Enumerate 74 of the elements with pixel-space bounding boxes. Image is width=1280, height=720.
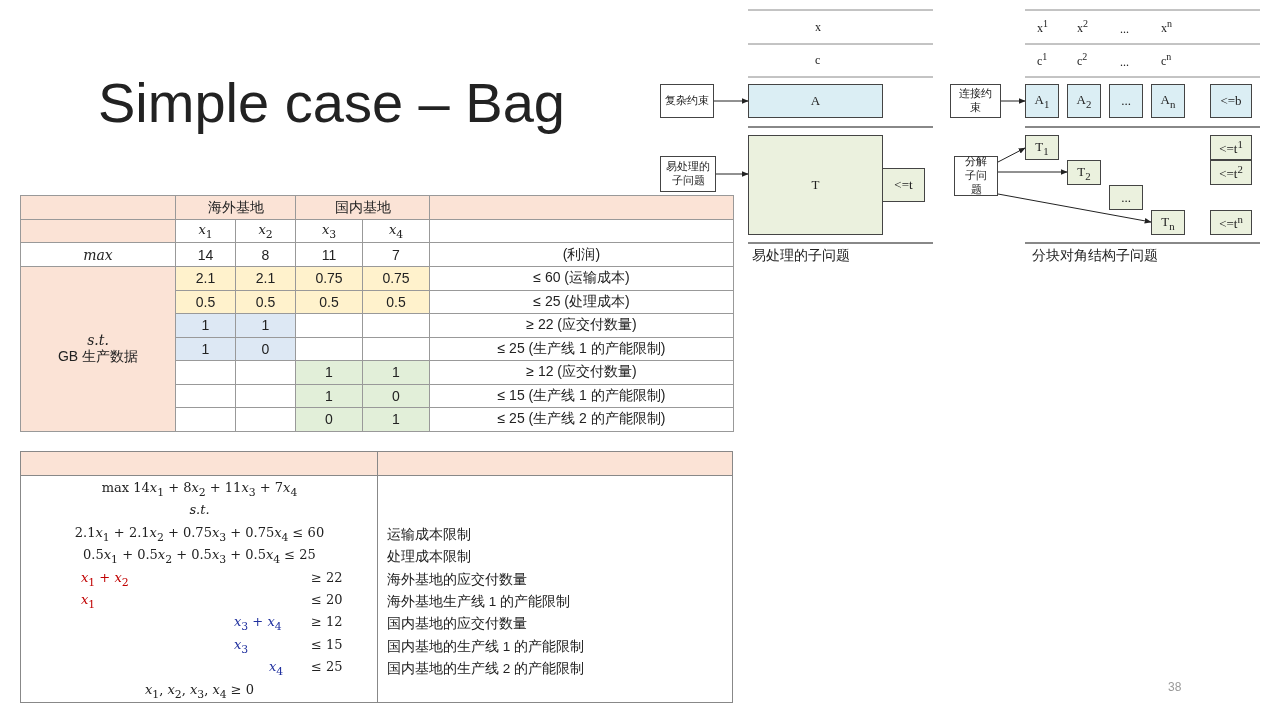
formula: 𝑥$_{1}$ + 𝑥$_{2}$ (81, 569, 129, 589)
formula: max 14𝑥$_{1}$ + 8𝑥$_{2}$ + 11𝑥$_{3}$ + 7𝑥$_{4}$ (100, 480, 299, 499)
table-cell: ≥ 12 (应交付数量) (429, 360, 734, 384)
matrix-label: x$^{n}$ (1161, 18, 1172, 36)
row-header-text: s.t. (86, 331, 110, 348)
slide-title: Simple case – Bag (98, 70, 565, 135)
caption: 分块对角结构子问题 (1032, 247, 1158, 265)
constraint-note: 海外基地生产线 1 的产能限制 (387, 593, 570, 611)
table-cell: ≤ 25 (生产线 1 的产能限制) (429, 337, 734, 361)
matrix-block: <=t (882, 168, 925, 202)
matrix-block: ... (1109, 84, 1143, 118)
matrix-block: <=t$^{1}$ (1210, 135, 1252, 160)
matrix-label: x$^{1}$ (1037, 18, 1048, 36)
matrix-label: c$^{1}$ (1037, 51, 1048, 69)
matrix-label: c (815, 53, 821, 68)
formula: ≤ 20 (311, 592, 343, 607)
table-cell: ≥ 22 (应交付数量) (429, 313, 734, 337)
label-box: 易处理的子问题 (660, 156, 716, 192)
matrix-label: c$^{n}$ (1161, 51, 1172, 69)
header-cell: 国内基地 (295, 195, 430, 220)
matrix-block: A$_{n}$ (1151, 84, 1185, 118)
matrix-block: T$_{1}$ (1025, 135, 1059, 160)
matrix-label: ... (1120, 55, 1129, 70)
matrix-block: <=t$^{2}$ (1210, 160, 1252, 185)
arrow (713, 98, 749, 104)
matrix-label: x (815, 20, 821, 35)
constraint-note: 国内基地的生产线 2 的产能限制 (387, 660, 584, 679)
matrix-label: c$^{2}$ (1077, 51, 1088, 69)
table-cell: ≤ 60 (运输成本) (429, 266, 734, 290)
matrix-block: A$_{1}$ (1025, 84, 1059, 118)
table-cell: ≤ 15 (生产线 1 的产能限制) (429, 384, 734, 408)
matrix-label: ... (1120, 22, 1129, 37)
arrow (997, 147, 1026, 163)
matrix-block: T$_{n}$ (1151, 210, 1185, 235)
matrix-block: <=t$^{n}$ (1210, 210, 1252, 235)
label-box: 复杂约束 (660, 84, 714, 118)
label-box: 连接约束 (950, 84, 1001, 118)
matrix-label: x$^{2}$ (1077, 18, 1088, 36)
arrow (1000, 98, 1026, 104)
table-cell: max (20, 242, 176, 267)
formula: 0.5𝑥$_{1}$ + 0.5𝑥$_{2}$ + 0.5𝑥$_{3}$ + 0.5𝑥$_{4}$ ≤ 25 (82, 547, 317, 566)
caption: 易处理的子问题 (752, 247, 850, 265)
matrix-block: <=b (1210, 84, 1252, 118)
formula: ≥ 12 (311, 614, 343, 630)
table-cell: ≤ 25 (生产线 2 的产能限制) (429, 407, 734, 431)
matrix-block: T (748, 135, 883, 235)
arrow (997, 169, 1068, 175)
arrow (715, 171, 749, 177)
constraint-note: 运输成本限制 (387, 525, 471, 544)
arrow (997, 193, 1152, 224)
header-cell: 海外基地 (175, 195, 296, 220)
formula: 2.1𝑥$_{1}$ + 2.1𝑥$_{2}$ + 0.75𝑥$_{3}$ + 0.75𝑥$_{4}$ ≤ 60 (73, 524, 326, 544)
constraint-note: 国内基地的应交付数量 (387, 615, 527, 634)
formula: 𝑥$_{3}$ (234, 636, 249, 656)
formula: 𝑥$_{4}$ (269, 659, 284, 678)
label-box: 分解子问题 (954, 156, 998, 196)
matrix-block: A (748, 84, 883, 118)
matrix-block: A$_{2}$ (1067, 84, 1101, 118)
formula: s.t. (188, 502, 211, 518)
constraint-note: 海外基地的应交付数量 (387, 570, 527, 589)
formula: 𝑥$_{1}$, 𝑥$_{2}$, 𝑥$_{3}$, 𝑥$_{4}$ ≥ 0 (143, 681, 256, 701)
page-number: 38 (1168, 680, 1182, 694)
constraint-note: 处理成本限制 (387, 548, 471, 567)
formula: ≤ 25 (311, 659, 343, 675)
formula: ≥ 22 (311, 569, 343, 585)
formula: ≤ 15 (311, 636, 343, 652)
table-cell: ≤ 25 (处理成本) (429, 290, 734, 314)
formula: 𝑥$_{1}$ (81, 592, 96, 611)
row-header-text: GB 生产数据 (56, 347, 140, 366)
formula: 𝑥$_{3}$ + 𝑥$_{4}$ (234, 614, 282, 633)
table-cell: (利润) (429, 242, 734, 267)
matrix-block: T$_{2}$ (1067, 160, 1101, 185)
matrix-block: ... (1109, 185, 1143, 210)
constraint-note: 国内基地的生产线 1 的产能限制 (387, 637, 584, 656)
